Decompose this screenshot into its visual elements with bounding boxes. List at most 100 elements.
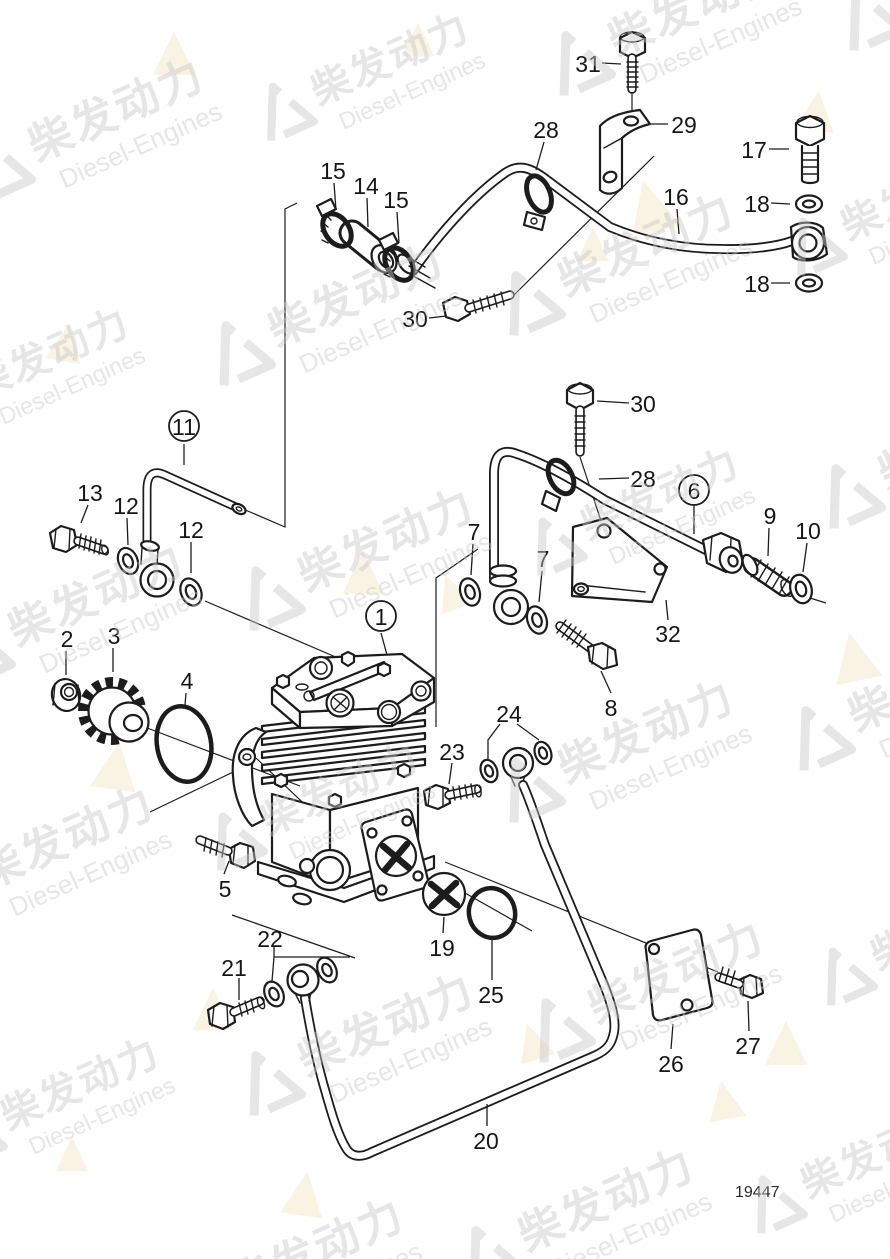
label-leader-lines <box>65 62 808 1126</box>
svg-text:15: 15 <box>320 158 346 184</box>
svg-text:12: 12 <box>113 493 139 519</box>
part-30-bolt-top <box>441 290 515 323</box>
part-5-bolt <box>195 835 257 870</box>
part-27-bolt <box>714 966 765 1000</box>
part-20-pipe <box>300 780 620 1161</box>
svg-text:6: 6 <box>688 478 701 504</box>
part-label-6: 6 <box>678 474 710 506</box>
part-label-5: 5 <box>219 876 232 902</box>
part-11-oil-pipe <box>139 468 247 598</box>
part-label-12: 12 <box>113 493 139 519</box>
watermark-brand-cn: 柴发动力 <box>871 378 890 499</box>
part-30-bolt-lower <box>565 381 595 457</box>
part-label-25: 25 <box>478 982 504 1008</box>
part-label-32: 32 <box>655 621 681 647</box>
part-label-3: 3 <box>108 623 121 649</box>
svg-text:31: 31 <box>575 51 601 77</box>
part-4-o-ring <box>154 704 214 784</box>
part-label-30: 30 <box>630 391 656 417</box>
part-21-bolt <box>206 996 266 1031</box>
svg-text:10: 10 <box>795 518 821 544</box>
part-31-bolt <box>618 30 647 94</box>
part-label-9: 9 <box>764 503 777 529</box>
svg-text:3: 3 <box>108 623 121 649</box>
part-28-clamp-lower <box>540 457 577 513</box>
svg-text:18: 18 <box>744 191 770 217</box>
part-label-1: 1 <box>365 600 397 632</box>
svg-text:16: 16 <box>663 184 689 210</box>
part-1-compressor <box>231 650 436 906</box>
part-18-washers <box>794 194 824 293</box>
svg-text:12: 12 <box>178 517 204 543</box>
svg-text:9: 9 <box>764 503 777 529</box>
part-label-21: 21 <box>221 955 247 981</box>
part-24-washers-banjo <box>479 740 553 787</box>
part-8-banjo-bolt <box>555 619 619 671</box>
part-9-nipple <box>741 553 794 597</box>
part-label-29: 29 <box>671 112 697 138</box>
svg-text:1: 1 <box>375 604 388 630</box>
part-label-12: 12 <box>178 517 204 543</box>
structural-leader-lines <box>141 92 827 973</box>
drawing-number: 19447 <box>735 1184 780 1201</box>
part-label-23: 23 <box>439 739 465 765</box>
part-23-bolt <box>422 783 482 811</box>
part-6-pipe <box>488 446 745 626</box>
part-29-bracket <box>598 108 652 195</box>
svg-text:26: 26 <box>658 1051 684 1077</box>
svg-text:4: 4 <box>181 668 194 694</box>
svg-text:8: 8 <box>605 695 618 721</box>
part-label-8: 8 <box>605 695 618 721</box>
part-label-11: 11 <box>168 410 200 442</box>
part-32-bracket <box>570 516 669 604</box>
part-label-27: 27 <box>735 1033 761 1059</box>
part-label-17: 17 <box>741 137 767 163</box>
part-label-15: 15 <box>383 187 409 213</box>
part-label-18: 18 <box>744 271 770 297</box>
svg-text:2: 2 <box>61 626 74 652</box>
part-label-28: 28 <box>630 466 656 492</box>
watermark-brand-cn: 柴发动力 <box>864 870 890 979</box>
svg-text:32: 32 <box>655 621 681 647</box>
part-label-13: 13 <box>77 480 103 506</box>
svg-text:7: 7 <box>537 546 550 572</box>
svg-text:15: 15 <box>383 187 409 213</box>
svg-text:17: 17 <box>741 137 767 163</box>
part-label-20: 20 <box>473 1128 499 1154</box>
svg-text:25: 25 <box>478 982 504 1008</box>
part-label-16: 16 <box>663 184 689 210</box>
part-15-clamps <box>315 197 416 283</box>
svg-text:30: 30 <box>630 391 656 417</box>
part-label-7: 7 <box>537 546 550 572</box>
part-label-24: 24 <box>496 701 522 727</box>
svg-text:19: 19 <box>429 935 455 961</box>
part-7-washers <box>458 577 549 635</box>
part-label-2: 2 <box>61 626 74 652</box>
part-label-19: 19 <box>429 935 455 961</box>
svg-text:5: 5 <box>219 876 232 902</box>
part-2-nut <box>50 677 82 713</box>
svg-text:20: 20 <box>473 1128 499 1154</box>
part-25-o-ring <box>466 885 518 941</box>
svg-text:30: 30 <box>402 306 428 332</box>
part-13-connector-bolt <box>48 524 109 556</box>
part-label-30: 30 <box>402 306 428 332</box>
svg-text:24: 24 <box>496 701 522 727</box>
svg-text:14: 14 <box>353 173 379 199</box>
part-3-gear <box>78 677 150 745</box>
svg-text:22: 22 <box>257 926 283 952</box>
part-label-26: 26 <box>658 1051 684 1077</box>
svg-text:11: 11 <box>172 414 196 440</box>
